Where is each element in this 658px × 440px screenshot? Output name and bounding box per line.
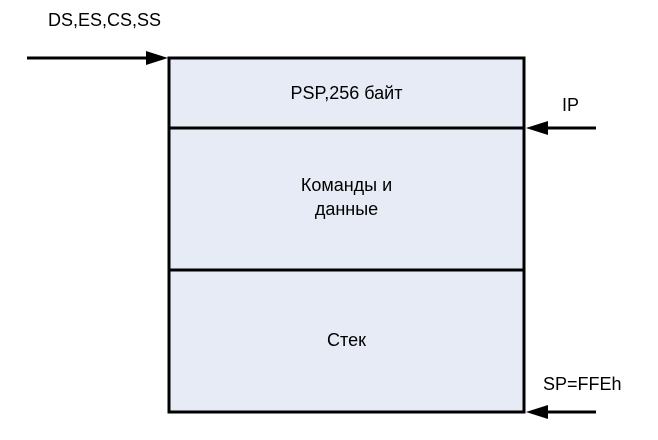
segment-registers-arrow — [27, 51, 168, 65]
code-data-segment-line-1: Команды и — [300, 175, 393, 195]
code-data-segment-label: Команды и данные — [169, 173, 524, 221]
code-data-segment — [167, 126, 526, 272]
sp-label: SP=FFEh — [543, 374, 622, 394]
psp-segment-label: PSP,256 байт — [169, 81, 524, 105]
stack-segment-label: Стек — [169, 328, 524, 352]
stack-segment-line: Стек — [327, 330, 366, 350]
psp-segment-line: PSP,256 байт — [290, 83, 403, 103]
stack-segment — [167, 268, 526, 414]
ip-label: IP — [562, 95, 580, 115]
sp-arrow — [526, 405, 596, 419]
psp-segment — [167, 56, 526, 130]
ip-arrow — [526, 121, 596, 135]
code-data-segment-line-2: данные — [314, 199, 379, 219]
segment-registers-label: DS,ES,CS,SS — [48, 10, 162, 30]
